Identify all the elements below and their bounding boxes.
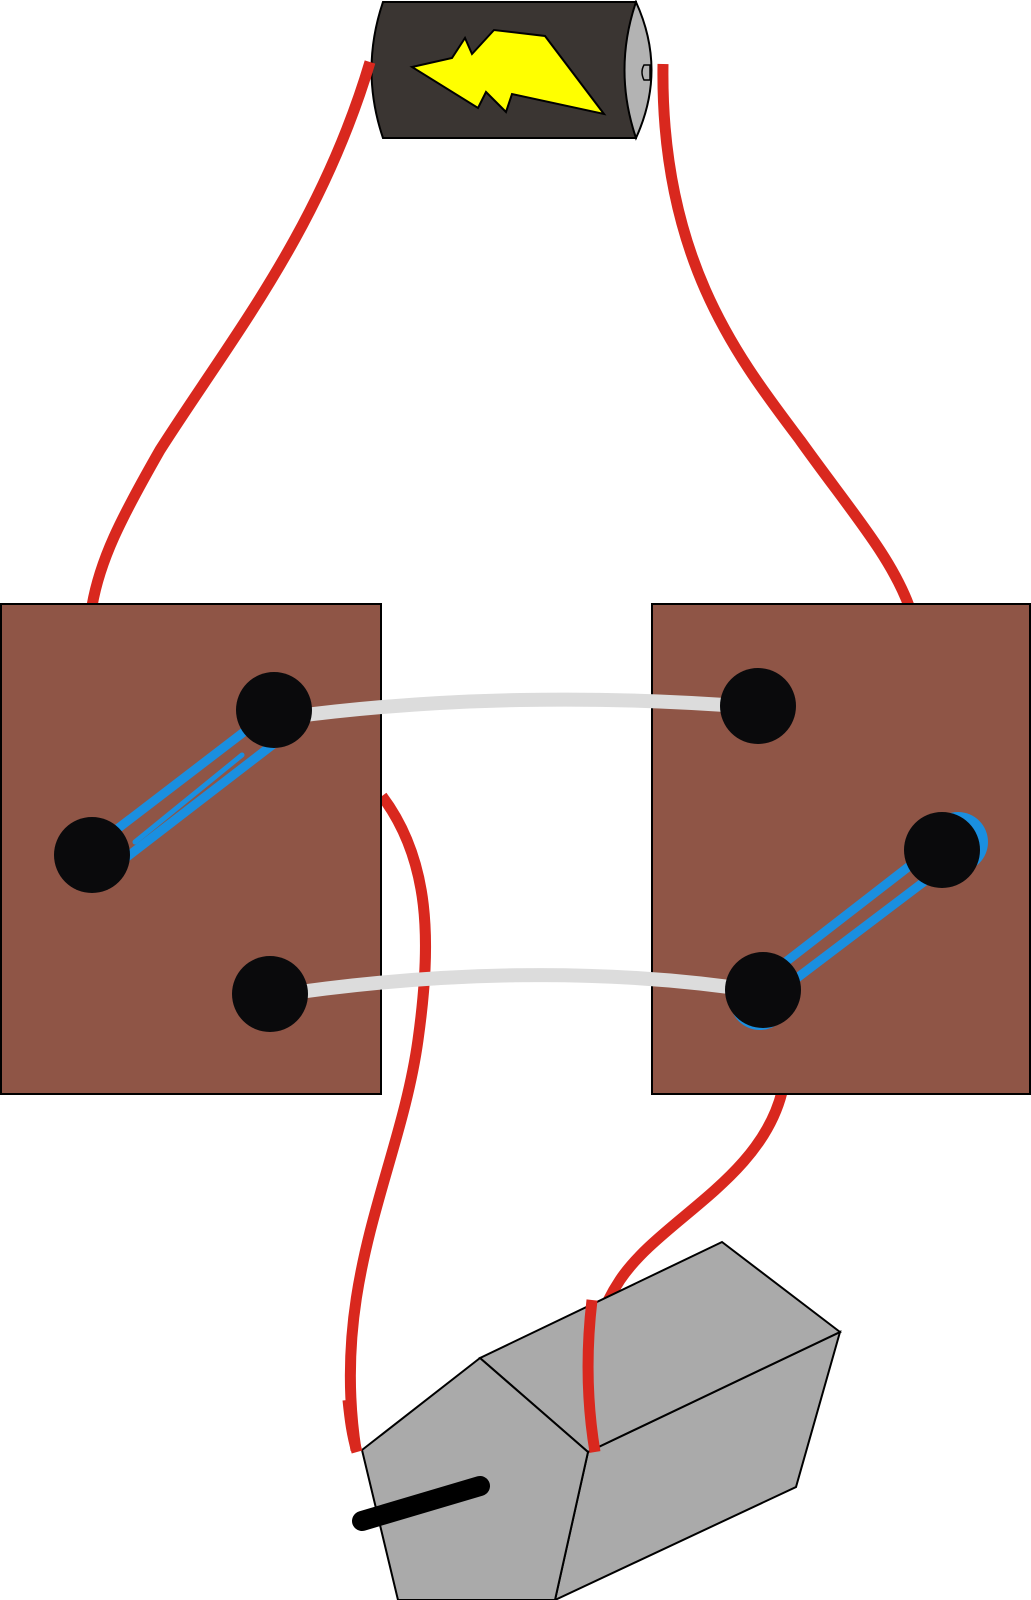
terminals — [54, 668, 980, 1032]
battery-terminal — [641, 64, 651, 81]
wire-bottom-link — [270, 968, 766, 1003]
battery-cap — [623, 0, 653, 141]
lightning-bolt-icon — [409, 28, 607, 116]
motor-icon — [352, 1240, 842, 1600]
battery — [370, 0, 653, 141]
wire-left-switch-to-motor — [344, 792, 432, 1451]
terminal-right-bottom — [725, 952, 801, 1028]
motor-wire-ends — [342, 1299, 601, 1454]
wire-battery-to-right-switch — [657, 63, 915, 608]
terminal-left-top — [236, 672, 312, 748]
terminal-left-mid — [54, 817, 130, 893]
wire-top-link — [289, 692, 753, 724]
terminal-right-top — [720, 668, 796, 744]
motor-shaft — [352, 1476, 490, 1531]
wire-battery-to-left-switch — [86, 60, 376, 607]
white-wires — [270, 692, 766, 1003]
terminal-left-bottom — [232, 956, 308, 1032]
terminal-right-mid — [904, 812, 980, 888]
